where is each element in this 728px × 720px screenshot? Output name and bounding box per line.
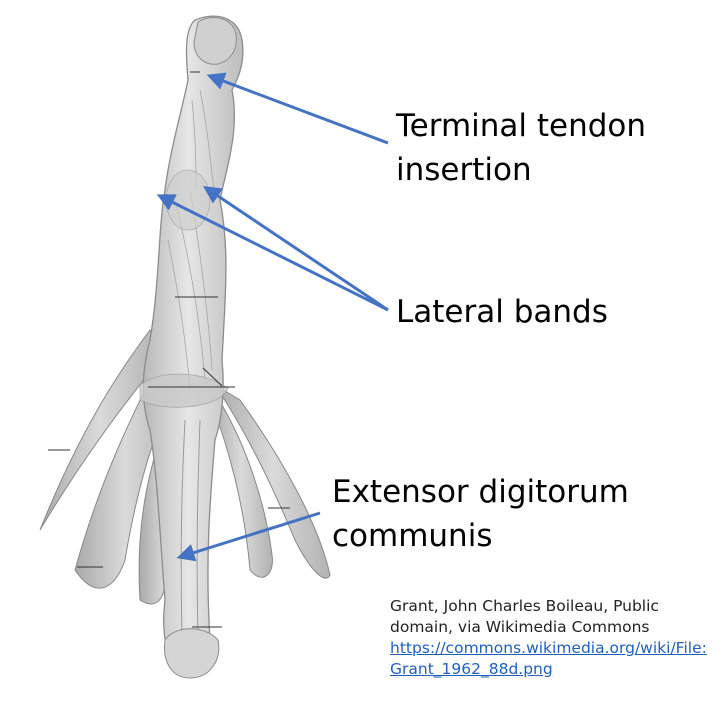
arrow-lateral-band-right [203, 185, 389, 312]
annotation-arrows [156, 72, 389, 562]
credit-text: Grant, John Charles Boileau, Public doma… [390, 597, 659, 636]
arrow-lateral-band-left [156, 194, 389, 312]
image-credit: Grant, John Charles Boileau, Public doma… [390, 596, 710, 680]
label-extensor-digitorum-communis: Extensor digitorum communis [332, 474, 629, 554]
credit-link[interactable]: https://commons.wikimedia.org/wiki/File:… [390, 639, 707, 678]
arrow-extensor [176, 511, 321, 562]
label-lateral-bands: Lateral bands [396, 294, 608, 330]
label-terminal-tendon-insertion: Terminal tendon insertion [396, 108, 647, 188]
extensor-expansion [139, 15, 244, 679]
plate-pointer-lines [48, 71, 290, 628]
arrow-terminal-tendon [206, 72, 389, 145]
right-muscle-slips [209, 384, 331, 579]
